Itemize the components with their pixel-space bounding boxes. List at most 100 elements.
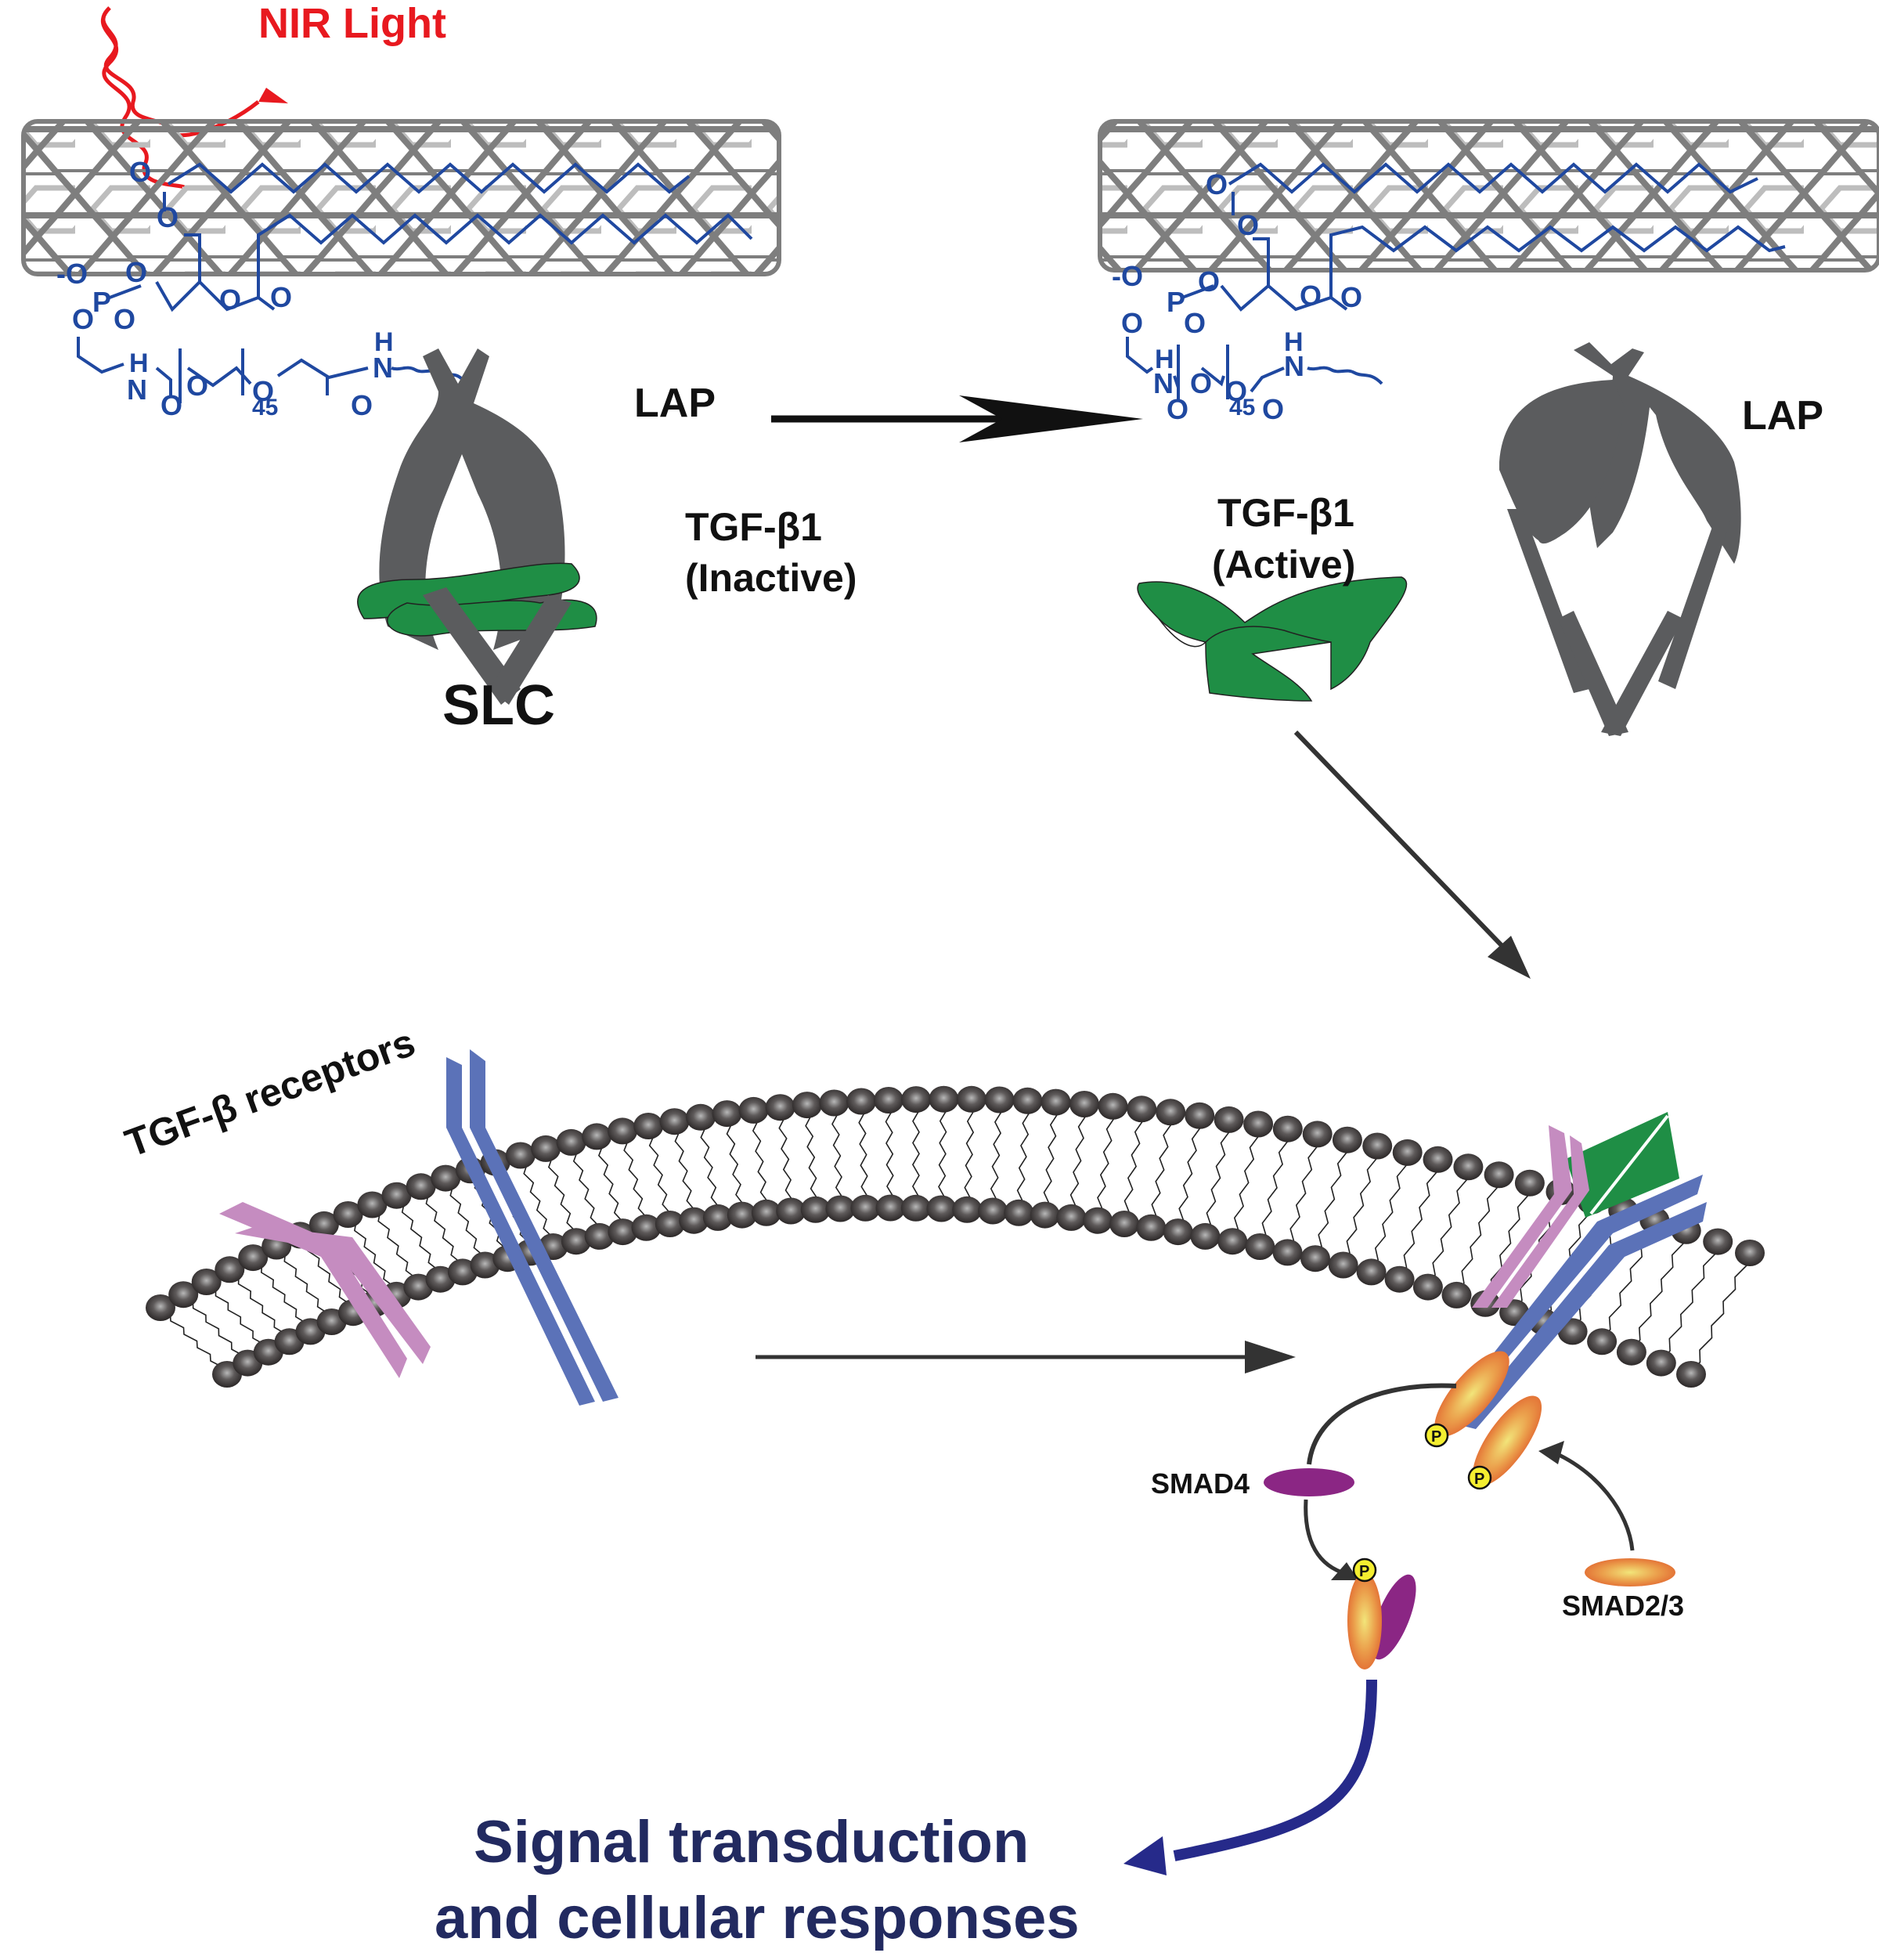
lipid-head-inner [875, 1194, 906, 1222]
lipid-head-outer [215, 1256, 245, 1283]
lipid-head-outer [1302, 1121, 1333, 1148]
lipid-head-inner [679, 1207, 709, 1234]
lipid-tail [749, 1110, 770, 1214]
lipid-head-outer [659, 1108, 690, 1135]
lap-label-right: LAP [1742, 393, 1823, 439]
lipid-head-outer [608, 1117, 638, 1145]
lipid-head-inner [1587, 1328, 1618, 1355]
lipid-head-inner [727, 1201, 757, 1229]
lipid-head-outer [712, 1100, 742, 1128]
lipid-head-inner [1646, 1349, 1676, 1377]
svg-text:O: O [157, 201, 179, 233]
lipid-head-inner [952, 1196, 983, 1223]
lipid-head-outer [168, 1281, 199, 1308]
lipid-head-outer [819, 1089, 849, 1117]
svg-text:O: O [1198, 265, 1220, 298]
lipid-head-outer [1514, 1169, 1545, 1197]
lipid-head-outer [1012, 1087, 1043, 1114]
smad4-label: SMAD4 [1151, 1467, 1250, 1500]
lipid-tail [1687, 1252, 1748, 1375]
svg-text:N: N [373, 352, 393, 384]
lipid-tail [1120, 1109, 1144, 1225]
lipid-head-inner [1163, 1218, 1193, 1246]
lipid-head-inner [561, 1228, 591, 1255]
smad23-protein [1585, 1558, 1675, 1586]
lipid-head-outer [1484, 1161, 1514, 1189]
lipid-chains-right [1181, 162, 1786, 312]
lipid-head-outer [308, 1211, 339, 1238]
lap-label-left: LAP [634, 381, 716, 426]
lipid-head-outer [901, 1086, 932, 1114]
lipid-head-outer [556, 1128, 586, 1156]
lipid-tail [593, 1135, 625, 1233]
lipid-tail [417, 1186, 463, 1272]
svg-text:O: O [1184, 307, 1206, 339]
outcome-line-2: and cellular responses [435, 1885, 1080, 1951]
svg-text:O: O [1262, 393, 1284, 425]
latent-complex-left [357, 348, 597, 705]
lipid-tail [697, 1117, 720, 1218]
tgf-state-inactive: (Inactive) [685, 556, 857, 600]
lipid-head-outer [1272, 1115, 1303, 1142]
svg-text:-O: -O [56, 258, 88, 290]
svg-text:H: H [1155, 345, 1174, 374]
lipid-head-inner [655, 1211, 685, 1237]
lipid-head-inner [702, 1204, 733, 1231]
lipid-tail [1201, 1119, 1231, 1237]
smad23-label: SMAD2/3 [1562, 1590, 1684, 1622]
lipid-head-outer [505, 1142, 536, 1169]
svg-text:O: O [1121, 307, 1143, 339]
lipid-tail [1094, 1106, 1116, 1222]
lipid-head-inner [850, 1194, 881, 1222]
svg-text:H: H [374, 327, 394, 357]
svg-text:N: N [1284, 350, 1304, 382]
lipid-tail [1424, 1167, 1469, 1288]
lipid-head-inner [1616, 1338, 1646, 1366]
tgf-active-dimer [1137, 576, 1408, 702]
lipid-tail [1256, 1128, 1289, 1247]
lipid-tail [1015, 1100, 1031, 1214]
lipid-head-outer [984, 1086, 1015, 1114]
lipid-head-inner [1384, 1265, 1415, 1293]
lipid-tail [225, 1269, 287, 1342]
lipid-head-outer [1127, 1096, 1157, 1123]
svg-text:O: O [1300, 280, 1322, 312]
lipid-head-inner [926, 1195, 957, 1222]
lipid-tail [568, 1142, 600, 1237]
lipid-tail [249, 1257, 309, 1332]
receptor-type2-bound [1472, 1125, 1589, 1308]
svg-text:O: O [252, 375, 274, 407]
carbon-nanotube-left [21, 119, 781, 276]
lipid-head-outer [582, 1123, 612, 1150]
lipid-head-outer [956, 1085, 986, 1113]
svg-text:P: P [1474, 1471, 1484, 1488]
lipid-head-inner [1441, 1281, 1472, 1308]
lipid-head-inner [1190, 1222, 1221, 1250]
lipid-tail [203, 1281, 266, 1352]
lipid-head-inner [584, 1222, 615, 1250]
lipid-tail [1340, 1146, 1378, 1266]
receptors-label: TGF-β receptors [120, 1020, 421, 1166]
lipid-head-inner [1245, 1233, 1275, 1260]
lipid-head-outer [1362, 1132, 1393, 1160]
lipid-tail [442, 1177, 485, 1265]
lipid-head-inner [608, 1218, 638, 1246]
svg-text:O: O [1206, 168, 1228, 200]
svg-text:45: 45 [252, 395, 278, 421]
lipid-head-outer [1185, 1102, 1215, 1129]
lipid-tail [989, 1099, 1003, 1211]
lipid-head-outer [1243, 1110, 1274, 1138]
lipid-tail [1067, 1103, 1087, 1218]
lipid-tail [830, 1103, 844, 1209]
lipid-tail [803, 1104, 819, 1211]
chemical-structure-right: O O O O -O O P O O H N O O O 45 O H N [1112, 168, 1383, 425]
svg-text:O: O [1340, 281, 1362, 313]
lipid-head-outer [191, 1269, 222, 1295]
outcome-line-1: Signal transduction [474, 1809, 1029, 1875]
lipid-head-outer [238, 1244, 269, 1272]
activation-arrow-icon [771, 395, 1143, 442]
lipid-head-outer [1214, 1106, 1244, 1133]
lipid-head-inner [800, 1196, 831, 1223]
chemical-structure-left: O O O O -O O P O O H N O O O 45 O H N [56, 156, 463, 421]
tgf-state-active: (Active) [1212, 543, 1355, 587]
